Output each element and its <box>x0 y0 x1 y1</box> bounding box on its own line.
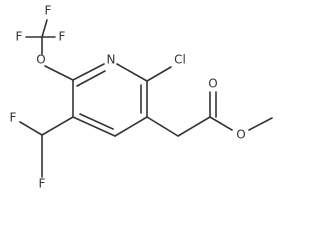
bond-c4-c3-double <box>79 113 114 130</box>
atom-o2: O <box>208 77 217 91</box>
bond-ch2-c <box>177 116 211 137</box>
bond-c4-c3 <box>72 116 116 137</box>
atom-labels: F F F O N Cl F F O O <box>10 4 246 191</box>
bond-chf2-f4 <box>19 121 43 136</box>
atom-n: N <box>107 53 116 67</box>
atom-o1: O <box>36 53 45 67</box>
molecule-structure: F F F O N Cl F F O O <box>10 4 273 191</box>
bond-o-ch3 <box>248 117 273 131</box>
bond-c5-ch2 <box>146 116 179 137</box>
bond-n-c6 <box>116 63 148 82</box>
bond-c-f2 <box>41 19 48 38</box>
bonds <box>19 19 273 178</box>
bond-c3-chf2 <box>41 116 74 136</box>
atom-f2: F <box>45 4 52 18</box>
atom-f1: F <box>16 30 23 44</box>
atom-o3: O <box>236 128 245 142</box>
atom-f5: F <box>39 177 46 191</box>
atom-f4: F <box>10 111 17 125</box>
bond-c-o-single <box>209 116 233 131</box>
bond-c5-c4 <box>114 116 148 137</box>
bond-o-c2 <box>44 65 74 81</box>
bond-c6-cl <box>146 66 172 82</box>
bond-c2-n <box>72 63 105 81</box>
atom-f3: F <box>59 30 66 44</box>
bond-c2-n-double <box>76 70 106 87</box>
atom-cl: Cl <box>174 53 186 67</box>
